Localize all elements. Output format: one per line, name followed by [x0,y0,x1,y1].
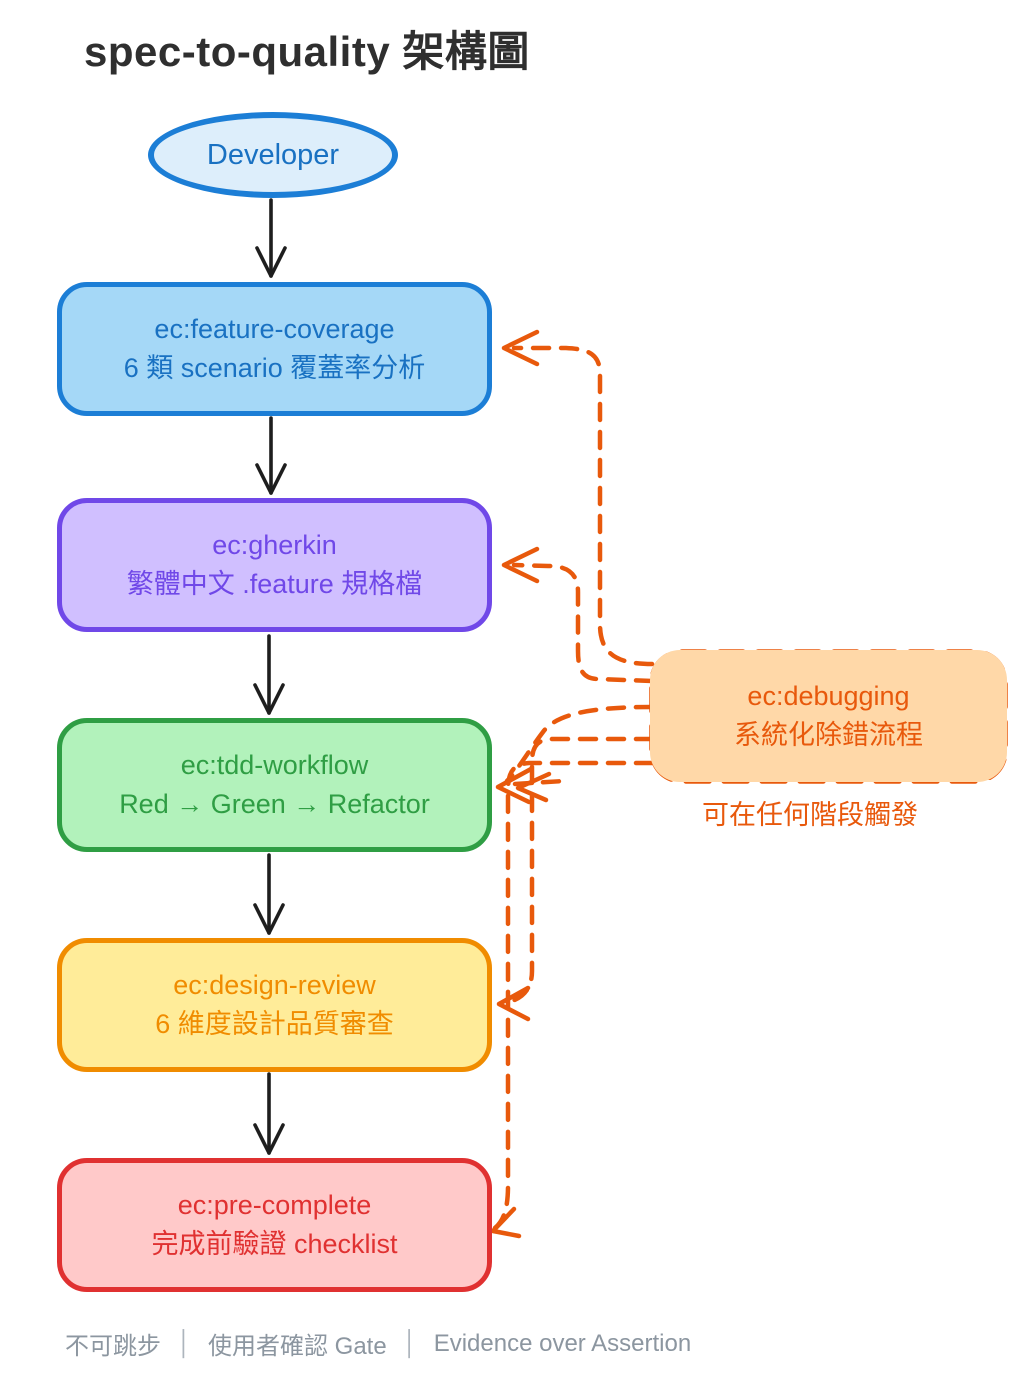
debug-arrowhead-icon [490,329,552,1239]
node-gherkin: ec:gherkin 繁體中文 .feature 規格檔 [57,498,492,632]
node-developer: Developer [148,112,398,198]
footer-separator: │ [177,1329,192,1357]
debugging-note: 可在任何階段觸發 [702,800,918,830]
node-feature-coverage: ec:feature-coverage 6 類 scenario 覆蓋率分析 [57,282,492,416]
footer-separator: │ [402,1329,418,1357]
node-design-review: ec:design-review 6 維度設計品質審查 [57,938,492,1072]
debug-arrow-icon [492,345,655,1231]
footer-item-user-gate: 使用者確認 Gate [208,1333,387,1360]
node-design-review-desc: 6 維度設計品質審查 [155,1009,394,1039]
node-design-review-name: ec:design-review [173,970,376,1000]
node-feature-coverage-name: ec:feature-coverage [154,314,395,344]
footer-principles: 不可跳步 │ 使用者確認 Gate │ Evidence over Assert… [65,1326,691,1361]
node-debugging: ec:debugging 系統化除錯流程 [650,650,1007,782]
node-tdd-workflow-name: ec:tdd-workflow [180,750,369,780]
node-pre-complete: ec:pre-complete 完成前驗證 checklist [57,1158,492,1292]
node-debugging-name: ec:debugging [747,681,910,711]
node-gherkin-desc: 繁體中文 .feature 規格檔 [126,569,423,599]
footer-item-evidence: Evidence over Assertion [433,1329,692,1357]
node-pre-complete-desc: 完成前驗證 checklist [151,1229,398,1259]
node-tdd-workflow-desc: Red → Green → Refactor [119,789,430,819]
node-tdd-workflow: ec:tdd-workflow Red → Green → Refactor [57,718,492,852]
node-developer-label: Developer [206,138,340,171]
node-gherkin-name: ec:gherkin [212,530,337,560]
footer-item-no-skip: 不可跳步 [65,1333,161,1360]
node-feature-coverage-desc: 6 類 scenario 覆蓋率分析 [123,353,426,383]
node-pre-complete-name: ec:pre-complete [177,1190,372,1220]
page-title: spec-to-quality 架構圖 [84,28,530,75]
node-debugging-desc: 系統化除錯流程 [734,720,923,750]
